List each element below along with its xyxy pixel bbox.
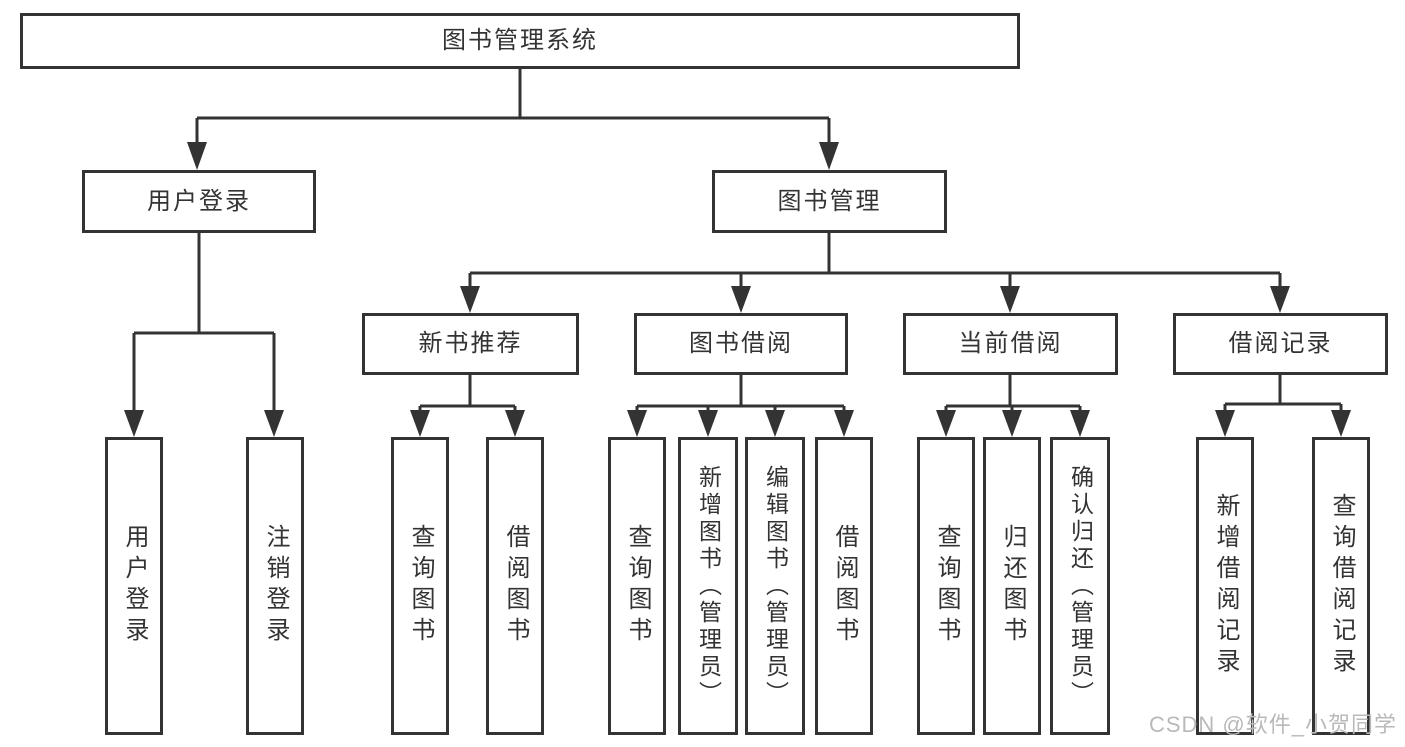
leaf-logout-label: 注销登录	[262, 524, 289, 648]
leaf-cb-return-books-label: 归还图书	[999, 524, 1026, 648]
node-user-login: 用户登录	[82, 170, 316, 233]
leaf-nbr-query-books-label: 查询图书	[407, 524, 434, 648]
leaf-cb-query-books-label: 查询图书	[933, 524, 960, 648]
node-borrow-record: 借阅记录	[1173, 313, 1388, 375]
node-book-management: 图书管理	[712, 170, 947, 233]
node-new-book-recommend: 新书推荐	[362, 313, 579, 375]
leaf-nbr-borrow-books-label: 借阅图书	[502, 524, 529, 648]
leaf-bb-query-books-label: 查询图书	[624, 524, 651, 648]
connector-user-login-branch	[124, 233, 284, 437]
node-current-borrow: 当前借阅	[903, 313, 1118, 375]
leaf-bb-edit-books-admin-label: 编辑图书（管理员）	[762, 464, 789, 708]
leaf-br-query-record: 查询借阅记录	[1312, 437, 1370, 735]
connector-current-borrow-branch	[936, 375, 1090, 437]
leaf-cb-confirm-return-admin: 确认归还（管理员）	[1050, 437, 1110, 735]
leaf-cb-return-books: 归还图书	[983, 437, 1041, 735]
node-book-management-label: 图书管理	[777, 187, 882, 215]
leaf-br-query-record-label: 查询借阅记录	[1328, 493, 1355, 679]
connector-root-to-level2	[187, 69, 839, 170]
connector-book-management-branch	[460, 233, 1290, 313]
node-book-borrow: 图书借阅	[634, 313, 848, 375]
node-new-book-recommend-label: 新书推荐	[418, 330, 523, 357]
leaf-bb-add-books-admin-label: 新增图书（管理员）	[695, 464, 722, 708]
leaf-bb-borrow-books: 借阅图书	[815, 437, 873, 735]
leaf-bb-add-books-admin: 新增图书（管理员）	[678, 437, 738, 735]
node-user-login-label: 用户登录	[147, 187, 251, 215]
leaf-bb-edit-books-admin: 编辑图书（管理员）	[745, 437, 805, 735]
node-root: 图书管理系统	[20, 13, 1020, 69]
connector-new-book-recommend-branch	[410, 375, 525, 437]
leaf-cb-confirm-return-admin-label: 确认归还（管理员）	[1067, 464, 1094, 708]
leaf-nbr-query-books: 查询图书	[391, 437, 449, 735]
watermark: CSDN @软件_小贺同学	[1148, 712, 1397, 737]
node-root-label: 图书管理系统	[442, 27, 598, 54]
node-current-borrow-label: 当前借阅	[958, 330, 1063, 357]
leaf-user-login: 用户登录	[105, 437, 163, 735]
leaf-br-add-record: 新增借阅记录	[1196, 437, 1254, 735]
node-book-borrow-label: 图书借阅	[689, 330, 793, 357]
leaf-user-login-label: 用户登录	[121, 524, 148, 648]
connector-borrow-record-branch	[1215, 375, 1351, 437]
leaf-nbr-borrow-books: 借阅图书	[486, 437, 544, 735]
node-borrow-record-label: 借阅记录	[1228, 330, 1333, 357]
leaf-bb-query-books: 查询图书	[608, 437, 666, 735]
leaf-logout: 注销登录	[246, 437, 304, 735]
leaf-cb-query-books: 查询图书	[917, 437, 975, 735]
leaf-br-add-record-label: 新增借阅记录	[1212, 493, 1239, 679]
leaf-bb-borrow-books-label: 借阅图书	[831, 524, 858, 648]
connector-book-borrow-branch	[627, 375, 854, 437]
